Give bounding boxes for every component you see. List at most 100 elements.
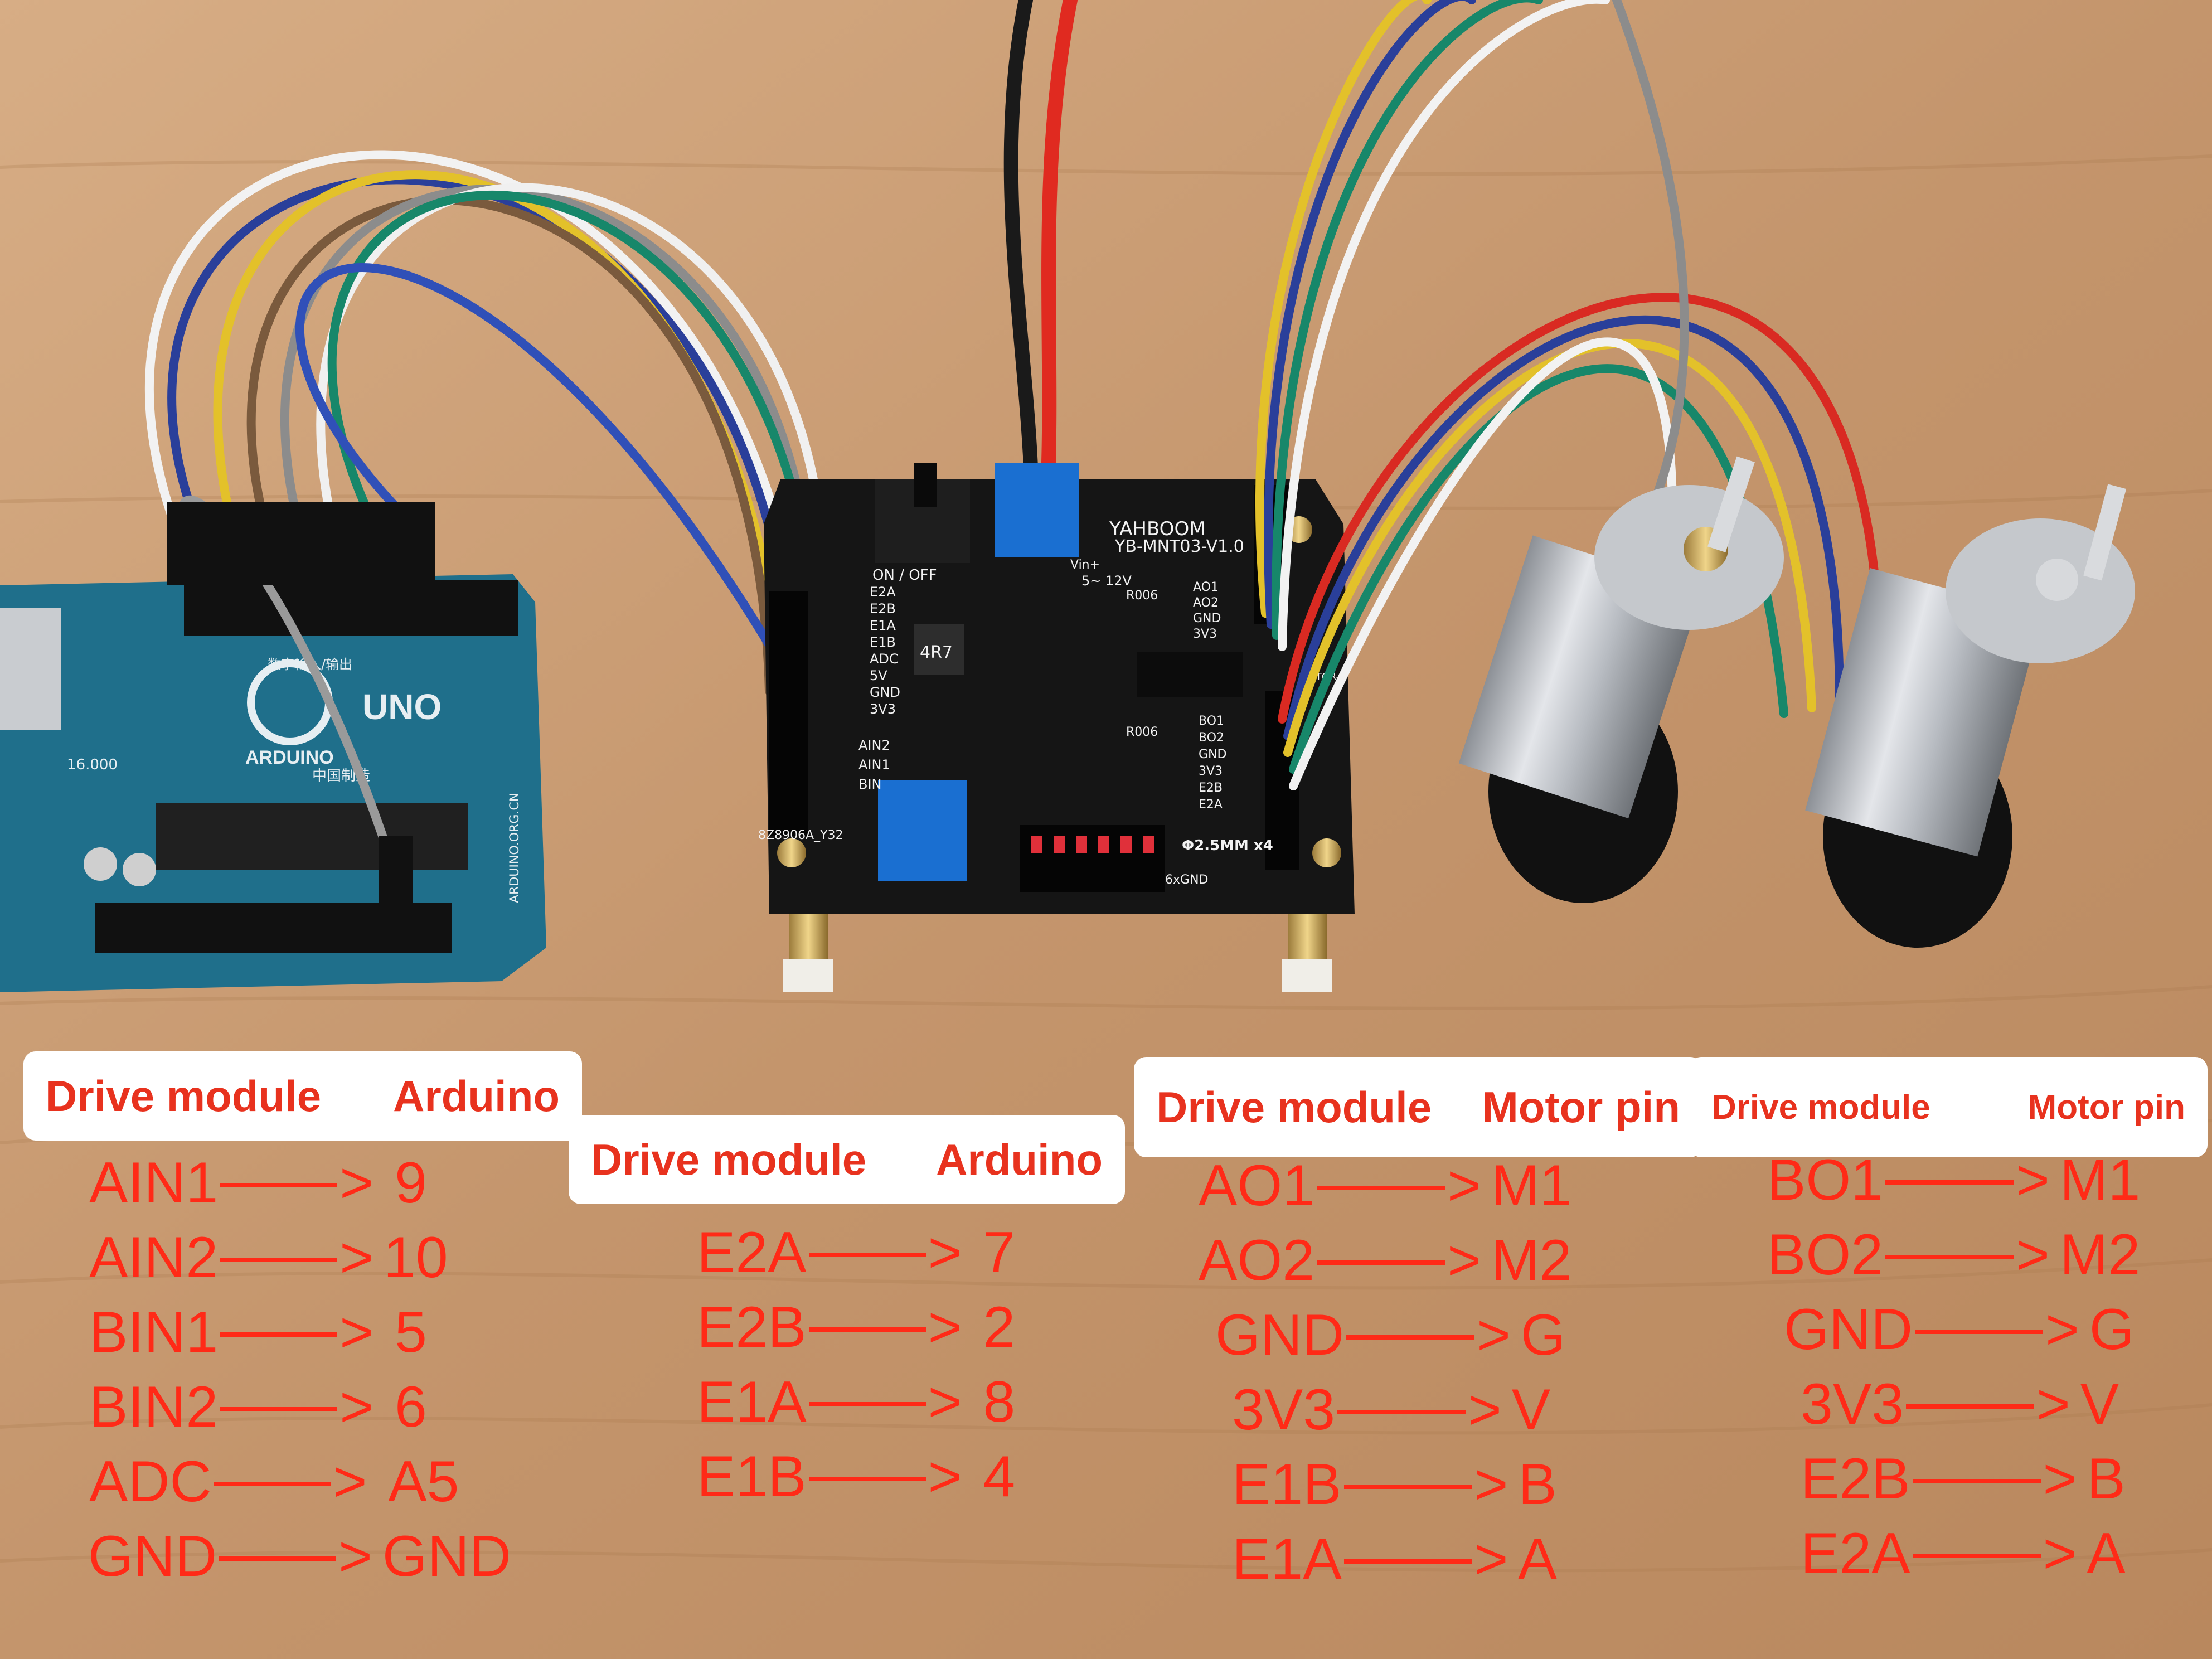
table-row: E2B>2 [697,1295,1016,1360]
arduino-crystal: 16.000 [67,756,118,773]
table-4-header-right: Motor pin [2027,1088,2185,1127]
table-2-header-right: Arduino [936,1134,1103,1184]
table-3-header: Drive module Motor pin [1134,1057,1702,1157]
table-2-header-left: Drive module [591,1134,867,1184]
table-row: 3V3>V [1232,1377,1551,1442]
table-row: E2A>7 [697,1220,1016,1285]
hole-label: Φ2.5MM x4 [1182,837,1273,854]
right-pin-BO1: BO1 [1199,714,1224,728]
table-2-mappings: E2A>7 E2B>2 E1A>8 E1B>4 [697,1215,1015,1514]
table-row: E1A>8 [697,1370,1016,1434]
table-row: E1B>B [1232,1452,1557,1517]
right-pin-AO1: AO1 [1193,580,1219,594]
table-row: AO1>M1 [1199,1153,1572,1218]
jumper-wires-left [145,150,830,863]
right-pin-GND: GND [1193,612,1221,625]
capacitor-1 [84,847,117,881]
table-row: E1A>A [1232,1527,1557,1592]
board-model-text: YB-MNT03-V1.0 [1114,537,1244,556]
jumper-wires-right [1255,0,1884,790]
arrow-icon [214,1482,331,1486]
power-wires [1003,0,1078,487]
table-row: 3V3>V [1801,1372,2119,1437]
table-row: AIN2>10 [89,1225,448,1290]
right-pin-E2A: E2A [1199,798,1223,812]
right-pin-3V3: 3V3 [1193,627,1217,641]
arrow-icon [1885,1255,2014,1259]
table-row: E2A>A [1801,1521,2126,1586]
gnd-header-label: 6xGND [1165,873,1208,887]
right-pin-BO2: BO2 [1199,731,1224,745]
arrow-icon [1337,1410,1466,1414]
table-row: AIN1>9 [89,1151,427,1215]
board-brand-text: YAHBOOM [1109,518,1206,540]
resistor-label-2: R006 [1126,725,1158,739]
left-pin-3V3: 3V3 [870,701,896,717]
inductor [914,624,964,675]
atmega-chip [156,803,468,870]
left-pin-AIN1: AIN1 [858,757,890,773]
arrow-icon [220,1407,338,1411]
table-row: E1B>4 [697,1444,1016,1509]
arrow-icon [808,1253,926,1257]
arrow-icon [1343,1485,1472,1489]
arduino-side-text: ARDUINO.ORG.CN [508,793,522,903]
left-pin-header [769,591,808,836]
table-3-header-left: Drive module [1156,1082,1432,1132]
left-pin-ADC: ADC [870,651,899,667]
driver-module-board: ON / OFF YB-MNT03-V1.0 YAHBOOM Vin+ 5~ 1… [758,463,1355,914]
arduino-board: UNO ARDUINO 中国制造 16.000 数字输入/输出 ARDUINO.… [0,574,546,992]
arrow-icon [220,1258,338,1262]
arrow-icon [1915,1330,2044,1334]
left-pin-AIN2: AIN2 [858,738,890,753]
vin-label: Vin+ [1070,558,1100,572]
right-pin-GND-b: GND [1199,748,1226,761]
analog-header [95,903,452,953]
arrow-icon [1912,1479,2041,1483]
motor-terminal-block [878,780,967,881]
capacitor-2 [123,853,156,886]
table-row: E2B>B [1801,1447,2126,1511]
left-pin-E1A: E1A [870,618,896,633]
left-pin-E1B: E1B [870,634,896,650]
table-row: GND>G [1784,1297,2135,1362]
arrow-icon [1346,1335,1475,1340]
motor-a [1458,456,1784,903]
chip-label: 8Z8906A_Y32 [758,828,843,842]
digital-header [184,580,518,636]
arrow-icon [1343,1559,1472,1564]
arrow-icon [1885,1180,2014,1185]
table-1-header-left: Drive module [46,1071,322,1120]
table-1-header-right: Arduino [393,1071,560,1120]
table-row: AO2>M2 [1199,1228,1572,1293]
arrow-icon [808,1477,926,1481]
gnd-header [1020,825,1165,892]
right-pin-E2B: E2B [1199,781,1223,795]
left-pin-E2B: E2B [870,601,896,617]
left-pin-E2A: E2A [870,584,896,600]
power-terminal-block [995,463,1079,557]
right-pin-AO2: AO2 [1193,596,1219,610]
table-row: BO2>M2 [1767,1223,2141,1287]
left-pin-BIN: BIN [858,777,882,792]
table-2-header: Drive module Arduino [569,1115,1125,1204]
arduino-uno-logo: UNO [362,687,442,727]
switch-label: ON / OFF [872,567,937,584]
table-1-header: Drive module Arduino [23,1051,582,1141]
left-pin-GND: GND [870,685,900,700]
table-row: BIN2>6 [89,1375,427,1439]
arrow-icon [1317,1186,1445,1190]
inductor-label: 4R7 [920,643,953,662]
table-3-mappings: AO1>M1 AO2>M2 GND>G 3V3>V E1B>B E1A>A [1199,1148,1571,1597]
table-4-header: Drive module Motor pin [1689,1057,2208,1157]
table-3-header-right: Motor pin [1482,1082,1680,1132]
arrow-icon [1906,1404,2035,1409]
arrow-icon [1317,1260,1445,1265]
table-4-mappings: BO1>M1 BO2>M2 GND>G 3V3>V E2B>B E2A>A [1767,1143,2140,1591]
table-row: BIN1>5 [89,1300,427,1365]
arduino-brand-text: ARDUINO [245,747,334,768]
motor-b [1805,484,2135,948]
arrow-icon [220,1183,338,1187]
arrow-icon [219,1556,337,1561]
